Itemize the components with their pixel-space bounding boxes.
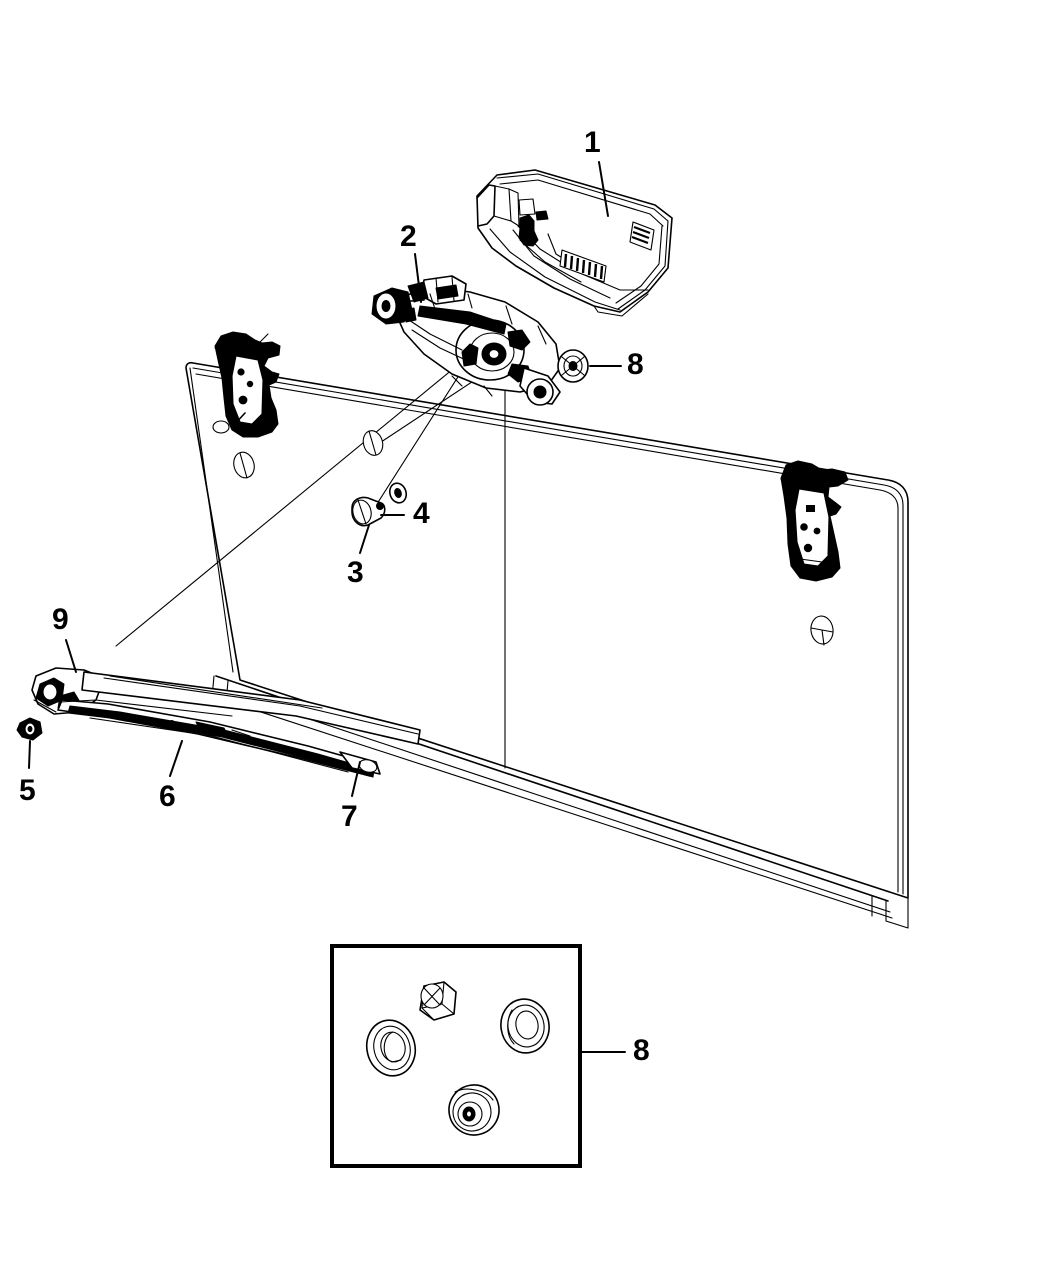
wiper-arm-nut-5 xyxy=(16,717,43,741)
bushing-grommet xyxy=(448,1084,500,1136)
hex-nut xyxy=(419,981,457,1021)
washer-seal-left xyxy=(365,1019,417,1077)
callout-label-3: 3 xyxy=(347,556,364,589)
pivot-cap-3 xyxy=(351,496,386,527)
callout-label-7: 7 xyxy=(341,800,358,833)
callout-label-1: 1 xyxy=(584,126,601,159)
glass-hole-left xyxy=(233,451,255,479)
wiper-motor-assembly xyxy=(371,275,561,406)
callout-label-2: 2 xyxy=(400,220,417,253)
callout-label-9: 9 xyxy=(52,603,69,636)
callout-leaders xyxy=(28,161,626,1053)
glass-hole-right xyxy=(810,615,834,646)
detail-box-8 xyxy=(330,944,582,1168)
washer-seal-right xyxy=(500,998,550,1054)
hinge-right xyxy=(780,460,849,582)
glass-hole-center xyxy=(362,430,384,456)
windshield-glass-panel xyxy=(115,354,909,929)
wiper-motor-cover xyxy=(476,169,673,317)
motor-pivot-nut-8 xyxy=(557,349,589,383)
callout-label-6: 6 xyxy=(159,780,176,813)
callout-label-5: 5 xyxy=(19,774,36,807)
hinge-left xyxy=(212,331,281,438)
callout-label-8: 8 xyxy=(627,348,644,381)
pivot-seal-4 xyxy=(388,482,408,504)
callout-label-4: 4 xyxy=(413,497,430,530)
wiper-arm-assembly xyxy=(31,667,421,778)
callout-label-8b: 8 xyxy=(633,1034,650,1067)
